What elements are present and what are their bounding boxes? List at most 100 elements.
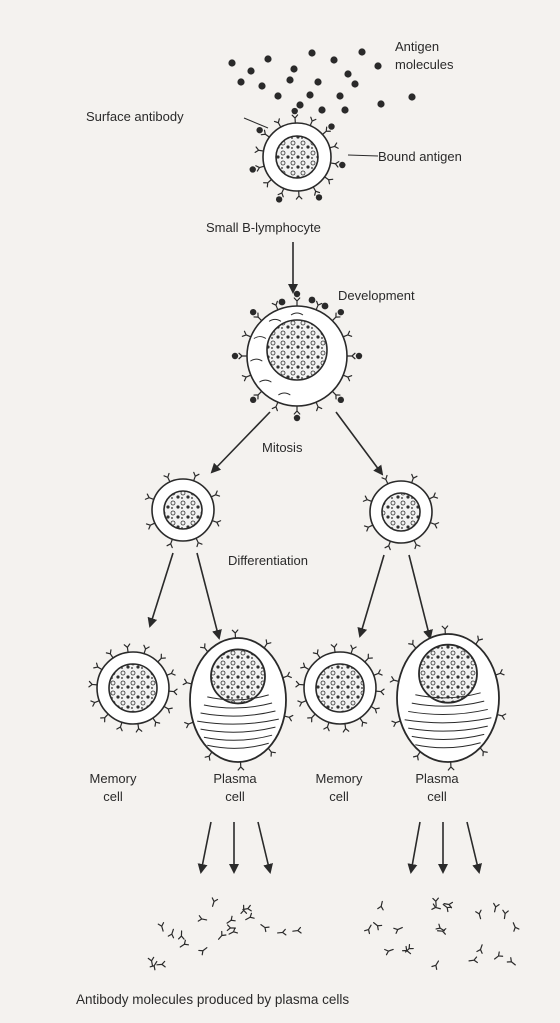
bound-antigen-dot: [294, 415, 300, 421]
small-b-lymphocyte-cell-surface-antibody: [292, 115, 298, 123]
antigen-molecules-label: Antigen molecules: [395, 38, 454, 74]
arrow-to-plasma-left: [197, 553, 219, 638]
bound-antigen-leader: [348, 155, 378, 156]
developing-b-cell-surface-antibody: [239, 353, 247, 359]
developing-b-cell: [232, 291, 362, 421]
bound-antigen-dot: [250, 166, 256, 172]
antigen-molecule-dot: [247, 67, 254, 74]
antigen-line1: Antigen: [395, 38, 454, 56]
antigen-molecule-dot: [330, 56, 337, 63]
plasma-cell-right-label: Plasma cell: [392, 770, 482, 806]
memory-left-line2: cell: [68, 788, 158, 806]
antigen-molecule-dot: [228, 59, 235, 66]
bound-antigen-dot: [250, 397, 256, 403]
bound-antigen-dot: [250, 309, 256, 315]
antigen-molecule-dot: [274, 92, 281, 99]
free-antibody-molecule: [198, 916, 207, 923]
plasma-left-line1: Plasma: [190, 770, 280, 788]
free-antibodies-layer: [148, 898, 519, 970]
arrow-antibody-left-3: [258, 822, 270, 872]
antigen-molecule-dot: [322, 303, 329, 310]
antigen-molecule-dot: [309, 297, 316, 304]
bound-antigen-label: Bound antigen: [378, 149, 462, 165]
plasma-cell-right-nucleus: [419, 645, 477, 703]
memory-cell-left-surface-antibody: [169, 688, 177, 694]
plasma-cell-right-surface-antibody: [448, 762, 454, 770]
free-antibody-molecule: [492, 903, 499, 912]
free-antibody-molecule: [385, 947, 394, 955]
free-antibody-molecule: [493, 952, 503, 961]
antigen-molecule-dot: [408, 93, 415, 100]
antigen-molecule-dot: [290, 65, 297, 72]
free-antibody-molecule: [403, 946, 413, 955]
antigen-molecule-dot: [237, 78, 244, 85]
developing-b-cell-surface-antibody: [294, 406, 300, 414]
memory-cell-left-nucleus: [109, 664, 157, 712]
free-antibody-molecule: [372, 920, 382, 929]
bound-antigen-dot: [339, 162, 345, 168]
free-antibody-molecule: [365, 924, 374, 934]
antigen-molecule-dot: [308, 49, 315, 56]
free-antibody-molecule: [502, 910, 509, 919]
small-b-lymphocyte-cell-nucleus: [276, 136, 318, 178]
memory-cell-right-surface-antibody: [296, 681, 304, 687]
daughter-cell-right: [363, 474, 438, 549]
plasma-left-line2: cell: [190, 788, 280, 806]
antigen-molecule-dot: [264, 55, 271, 62]
surface-antibody-label: Surface antibody: [86, 109, 184, 125]
antigen-molecule-dot: [351, 80, 358, 87]
surface-antibody-leader: [244, 118, 268, 128]
daughter-cell-left: [145, 472, 220, 547]
caption: Antibody molecules produced by plasma ce…: [76, 992, 349, 1008]
free-antibody-molecule: [225, 916, 235, 925]
cells-layer: [89, 108, 506, 770]
free-antibody-molecule: [168, 928, 176, 937]
antigen-molecule-dot: [279, 299, 286, 306]
antigen-molecule-dot: [314, 78, 321, 85]
memory-cell-left-surface-antibody: [89, 681, 97, 687]
developing-b-cell-nucleus: [267, 320, 327, 380]
free-antibody-molecule: [507, 958, 517, 967]
antigen-molecule-dot: [374, 62, 381, 69]
antigen-molecule-dot: [258, 82, 265, 89]
memory-right-line1: Memory: [294, 770, 384, 788]
free-antibody-molecule: [244, 913, 254, 922]
free-antibody-molecule: [179, 931, 185, 939]
daughter-cell-left-nucleus: [164, 491, 202, 529]
free-antibody-molecule: [436, 924, 446, 933]
antigen-molecule-dot: [318, 106, 325, 113]
memory-cell-right-surface-antibody: [376, 688, 384, 694]
arrow-antibody-right-3: [467, 822, 479, 872]
plasma-cell-left-surface-antibody: [232, 630, 238, 638]
plasma-cell-left-nucleus: [211, 649, 265, 703]
antigen-molecule-dot: [377, 100, 384, 107]
daughter-cell-right-nucleus: [382, 493, 420, 531]
arrow-to-memory-left: [150, 553, 173, 626]
developing-b-cell-surface-antibody: [347, 353, 355, 359]
free-antibody-molecule: [216, 931, 225, 941]
free-antibody-molecule: [477, 944, 485, 953]
memory-cell-left: [89, 644, 177, 732]
free-antibody-molecule: [199, 945, 209, 954]
free-antibody-molecule: [259, 922, 269, 931]
arrow-antibody-right-1: [411, 822, 420, 872]
plasma-cell-left-surface-antibody: [238, 762, 244, 770]
memory-left-line1: Memory: [68, 770, 158, 788]
free-antibody-molecule: [210, 898, 218, 907]
bound-antigen-dot: [256, 127, 262, 133]
free-antibody-molecule: [378, 901, 385, 910]
small-b-lymphocyte-cell-surface-antibody: [296, 191, 302, 199]
memory-cell-left-label: Memory cell: [68, 770, 158, 806]
antigen-molecule-dot: [341, 106, 348, 113]
bound-antigen-dot: [338, 309, 344, 315]
differentiation-label: Differentiation: [228, 553, 308, 569]
antigen-line2: molecules: [395, 56, 454, 74]
arrow-to-plasma-right: [409, 555, 430, 638]
free-antibody-molecule: [158, 923, 165, 932]
development-label: Development: [338, 288, 415, 304]
bound-antigen-dot: [316, 194, 322, 200]
free-antibody-molecule: [179, 940, 189, 949]
bound-antigen-dot: [232, 353, 238, 359]
